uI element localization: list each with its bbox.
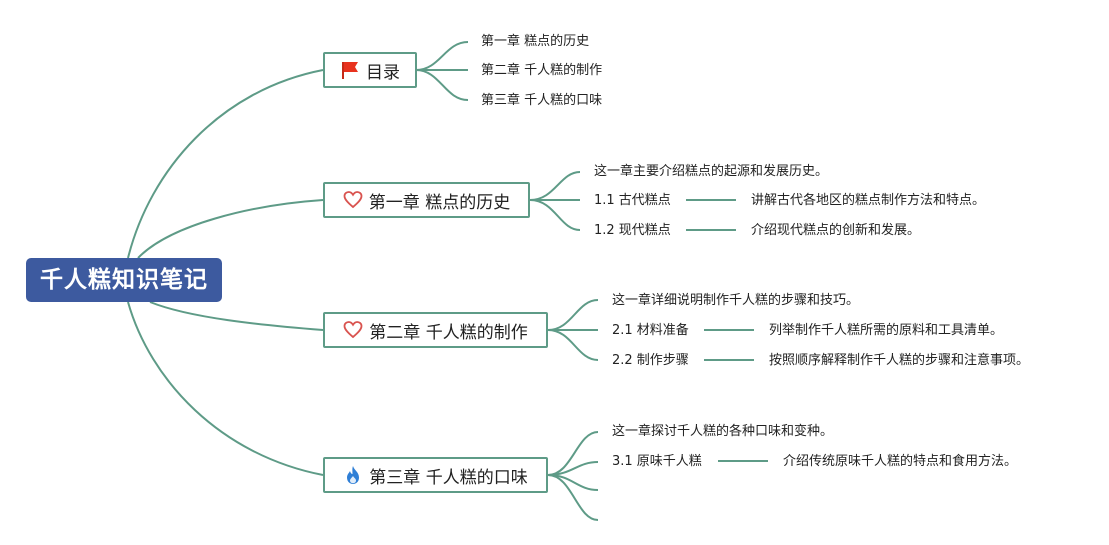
root-node[interactable]: 千人糕知识笔记 [26,258,222,302]
flame-icon [343,465,363,485]
section-1-2-desc[interactable]: 介绍现代糕点的创新和发展。 [751,223,921,238]
chapter3-node[interactable]: 第三章 千人糕的口味 [323,457,548,493]
edge-root-ch1 [137,199,324,259]
red-flag-icon [340,60,360,80]
chapter1-intro[interactable]: 这一章主要介绍糕点的起源和发展历史。 [594,164,829,179]
section-1-1-desc[interactable]: 讲解古代各地区的糕点制作方法和特点。 [751,193,986,208]
toc-node[interactable]: 目录 [323,52,417,88]
chapter3-label: 第三章 千人糕的口味 [369,467,528,488]
chapter2-label: 第二章 千人糕的制作 [369,322,528,343]
section-2-1-title[interactable]: 2.1 材料准备 [612,323,689,338]
chapter1-node[interactable]: 第一章 糕点的历史 [323,182,530,218]
toc-item-3[interactable]: 第三章 千人糕的口味 [481,93,603,108]
section-2-1-desc[interactable]: 列举制作千人糕所需的原料和工具清单。 [769,323,1004,338]
section-3-1-desc[interactable]: 介绍传统原味千人糕的特点和食用方法。 [783,454,1018,469]
edge-root-toc [127,69,324,259]
toc-item-1[interactable]: 第一章 糕点的历史 [481,34,590,49]
chapter1-label: 第一章 糕点的历史 [368,192,511,213]
section-2-2-title[interactable]: 2.2 制作步骤 [612,353,689,368]
toc-item-2[interactable]: 第二章 千人糕的制作 [481,63,603,78]
chapter2-node[interactable]: 第二章 千人糕的制作 [323,312,548,348]
section-2-2-desc[interactable]: 按照顺序解释制作千人糕的步骤和注意事项。 [769,353,1030,368]
heart-outline-icon [343,320,363,340]
edge-root-ch2 [149,301,324,331]
section-3-1-title[interactable]: 3.1 原味千人糕 [612,454,702,469]
chapter2-intro[interactable]: 这一章详细说明制作千人糕的步骤和技巧。 [612,293,860,308]
chapter3-intro[interactable]: 这一章探讨千人糕的各种口味和变种。 [612,424,834,439]
heart-outline-icon [343,190,363,210]
section-1-1-title[interactable]: 1.1 古代糕点 [594,193,671,208]
section-1-2-title[interactable]: 1.2 现代糕点 [594,223,671,238]
edge-root-ch3 [127,301,324,476]
toc-label: 目录 [366,62,400,83]
